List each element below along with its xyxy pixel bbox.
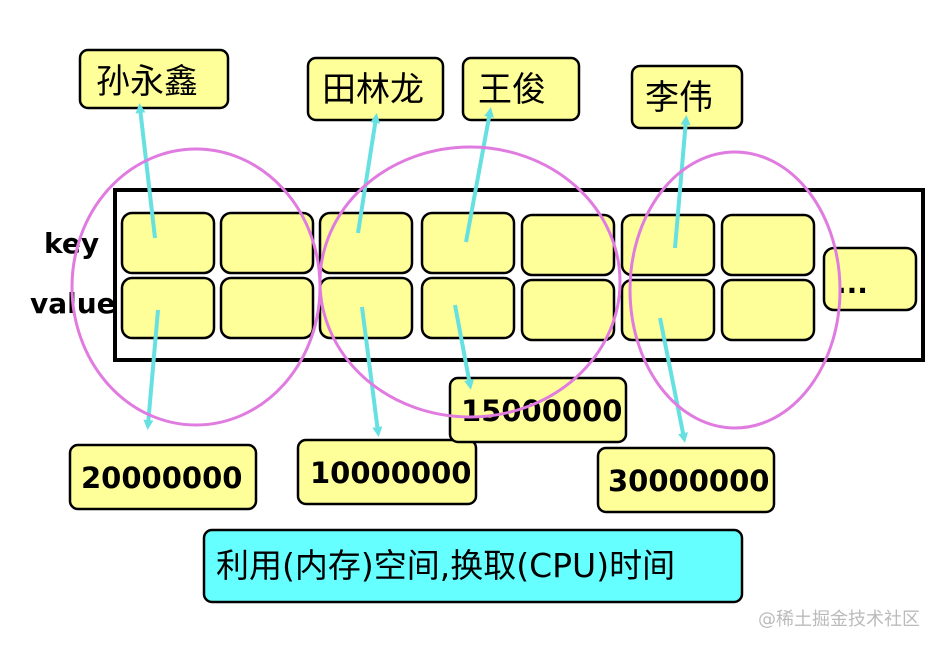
key-to-name-arrow [673,115,691,249]
key-row [120,211,816,277]
value-cell [520,278,616,342]
key-cell [318,211,414,275]
key-label: key [44,227,99,260]
amount-label: 30000000 [608,464,769,498]
key-cell [420,211,516,275]
watermark-text: @稀土掘金技术社区 [758,609,920,630]
amount-box [596,446,776,514]
name-label: 孙永鑫 [96,62,198,102]
entry-ellipse [628,150,842,430]
name-box [78,48,230,110]
value-to-amount-arrow [360,306,383,437]
name-label: 田林龙 [322,70,424,110]
key-cell [520,213,616,277]
name-label: 李伟 [645,78,713,118]
amount-box [68,443,258,511]
name-label: 王俊 [478,70,546,110]
name-box [461,56,581,122]
ellipsis-cell [822,246,918,312]
key-to-name-arrow [135,103,157,239]
value-to-amount-arrow [453,304,474,390]
amount-label: 10000000 [310,456,471,490]
value-to-amount-arrow [143,309,160,430]
value-cell [219,276,315,340]
amount-box [448,376,628,444]
value-row [120,276,816,342]
value-cell [620,278,716,342]
key-cell [620,213,716,277]
value-cell [720,278,816,342]
caption-box [202,528,744,604]
value-cell [120,276,216,340]
key-cell [120,211,216,275]
key-cell [219,211,315,275]
amount-label: 20000000 [81,461,242,495]
amount-box [296,438,478,506]
entry-ellipse [318,145,622,419]
key-cell [720,213,816,277]
value-to-amount-arrow [658,317,688,443]
value-cell [420,276,516,340]
caption-text: 利用(内存)空间,换取(CPU)时间 [216,546,675,585]
key-to-name-arrow [464,107,495,243]
key-to-name-arrow [356,113,381,234]
